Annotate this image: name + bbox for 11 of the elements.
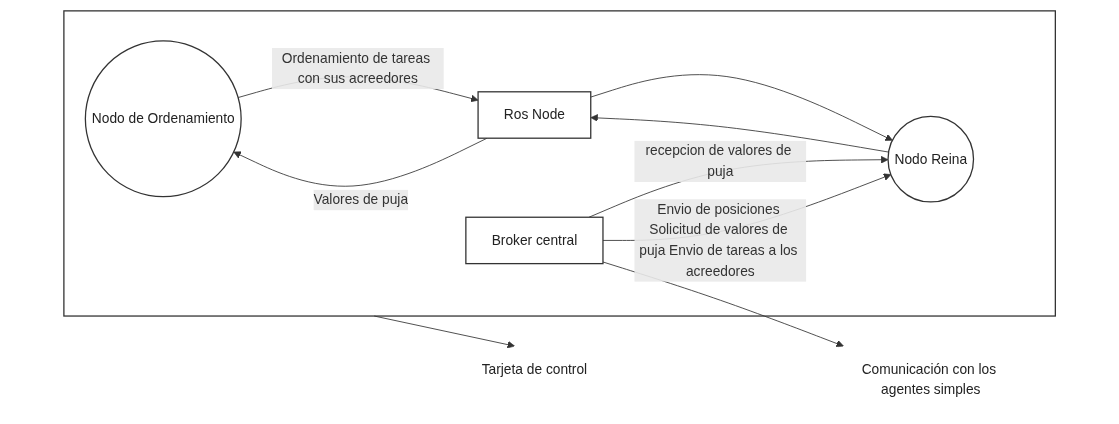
node-box: Broker central xyxy=(465,216,604,265)
edge-label: Valores de puja xyxy=(313,192,408,207)
edge-label: Envio de posiciones Solicitud de valores de puja Envio de tareas a los acreedores xyxy=(639,201,798,279)
edge-label: recepcion de valores de puja xyxy=(645,143,792,179)
node-circle: Nodo Reina xyxy=(887,115,975,203)
cluster xyxy=(63,10,1056,317)
edge-label: Ordenamiento de tareas con sus acreedores xyxy=(281,50,430,86)
node-text: Comunicación con los agentes simples xyxy=(861,361,996,397)
node-box: Ros Node xyxy=(477,91,592,139)
node-text: Tarjeta de control xyxy=(481,361,588,377)
node-circle: Nodo de Ordenamiento xyxy=(84,40,242,198)
